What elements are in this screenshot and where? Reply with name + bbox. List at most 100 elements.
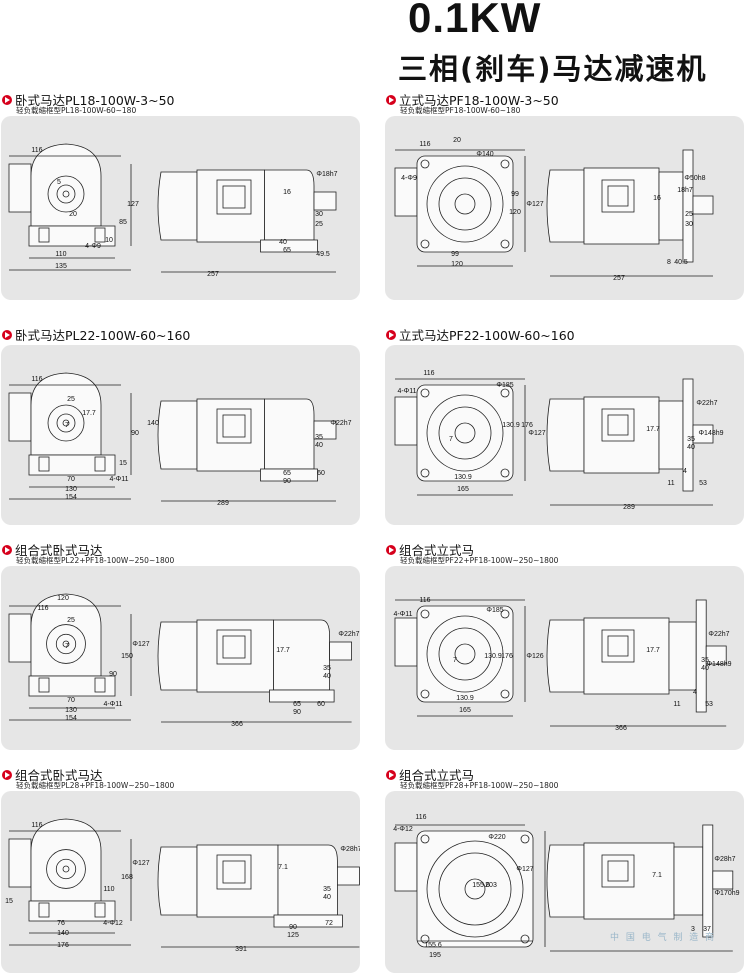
dimension-label: 17.7 — [646, 426, 660, 433]
terminal-box — [601, 179, 635, 213]
dimension-label: 289 — [623, 504, 635, 511]
output-bore — [454, 193, 476, 215]
dimension-label: 60 — [317, 470, 325, 477]
dimension-label: 17.7 — [646, 647, 660, 654]
dimension-label: 110 — [55, 251, 66, 258]
dimension-label: 65 — [293, 701, 301, 708]
dimension-label: 90 — [109, 671, 117, 678]
dimension-label: 116 — [419, 141, 430, 148]
dimension-label: Φ126 — [526, 653, 543, 660]
dimension-label: 4-Φ12 — [393, 826, 413, 833]
dimension-label: Φ127 — [132, 860, 149, 867]
mounting-foot-side — [260, 468, 318, 482]
foot-slot — [38, 902, 50, 918]
section-title: 组合式卧式马达 — [2, 765, 103, 784]
dimension-label: 130.9 — [484, 653, 502, 660]
dimension-label: 17.7 — [82, 410, 96, 417]
dimension-label: 4-Φ9 — [401, 175, 417, 182]
dimension-drawing: 11615761401761101684-Φ12Φ127391901257235… — [5, 818, 360, 953]
end-cover — [394, 617, 418, 667]
section-title: 立式马达PF18-100W-3~50 — [386, 90, 559, 109]
dimension-label: 130 — [65, 707, 77, 714]
dimension-drawing: 11652011013512785104-Φ925716406549.5Φ18h… — [8, 143, 338, 278]
flange-ring — [438, 177, 492, 231]
dimension-label: 116 — [415, 814, 426, 821]
output-bore — [464, 878, 486, 900]
section-title-text: 组合式立式马 — [399, 768, 475, 783]
mounting-hole-icon — [420, 689, 430, 699]
dimension-label: 25 — [315, 221, 323, 228]
dimension-label: 53 — [699, 480, 707, 487]
mounting-hole-icon — [420, 239, 430, 249]
dimension-label: Φ148h9 — [706, 661, 731, 668]
end-cover — [8, 163, 32, 213]
dimension-label: 7.1 — [652, 872, 662, 879]
mounting-hole-icon — [420, 834, 430, 844]
motor-rear-cover — [546, 844, 585, 918]
dimension-label: Φ170h9 — [714, 890, 739, 897]
dimension-label: Φ22h7 — [338, 631, 359, 638]
dimension-label: Φ148h9 — [698, 430, 723, 437]
dimension-label: 4-Φ11 — [109, 476, 128, 483]
dimension-label: Φ18h7 — [316, 171, 337, 178]
dimension-label: 154 — [65, 494, 77, 501]
dimension-label: 120 — [509, 209, 521, 216]
terminal-box-lid — [607, 185, 629, 207]
foot-slot — [94, 902, 106, 918]
shaft-key — [62, 640, 70, 648]
section-subtitle: 轻负载缩框型PF22+PF18-100W~250~1800 — [400, 556, 559, 565]
motor-rear-cover — [546, 169, 585, 243]
dimension-label: 289 — [217, 500, 229, 507]
dimension-label: 7 — [65, 643, 69, 650]
terminal-box — [216, 854, 252, 890]
dimension-label: 40 — [323, 894, 331, 901]
foot-slot — [94, 677, 106, 693]
section-title-text: 组合式卧式马达 — [15, 543, 103, 558]
dimension-label: 116 — [423, 370, 434, 377]
output-bore-inner — [55, 633, 77, 655]
dimension-label: 176 — [57, 942, 69, 949]
motor-rear-cover — [546, 398, 585, 472]
terminal-box — [216, 629, 252, 665]
dimension-label: 35 — [323, 665, 331, 672]
dimension-label: 72 — [325, 920, 333, 927]
dimension-label: 16 — [283, 189, 291, 196]
dimension-label: 140 — [147, 420, 159, 427]
dimension-label: 18h7 — [677, 187, 693, 194]
mounting-foot — [28, 675, 116, 697]
shaft-key — [62, 419, 70, 427]
dimension-label: 127 — [127, 201, 139, 208]
dimension-label: Φ28h7 — [714, 856, 735, 863]
mounting-foot — [28, 900, 116, 922]
foot-slot — [38, 227, 50, 243]
dimension-label: 116 — [31, 147, 42, 154]
mounting-flange — [695, 599, 707, 713]
dimension-label: 3 — [691, 926, 695, 933]
mounting-foot — [28, 225, 116, 247]
dimension-label: 35 — [315, 434, 323, 441]
dimension-label: 40 — [701, 665, 709, 672]
dimension-label: Φ50h8 — [684, 175, 705, 182]
dimension-label: Φ28h7 — [340, 846, 360, 853]
dimension-label: 40.5 — [674, 259, 688, 266]
terminal-box — [601, 854, 635, 888]
end-cover — [394, 396, 418, 446]
catalog-title: 三相(刹车)马达减速机 — [398, 52, 708, 86]
mounting-hole-icon — [420, 934, 430, 944]
dimension-label: 99 — [511, 191, 519, 198]
dimension-drawing: 12011625770130154901504-Φ11Φ127366659060… — [8, 593, 360, 728]
dimension-label: 257 — [613, 275, 625, 282]
dimension-label: 35 — [687, 436, 695, 443]
section-title: 组合式立式马 — [386, 540, 474, 559]
mounting-hole-icon — [500, 689, 510, 699]
arrow-bullet-icon — [2, 94, 12, 105]
output-shaft — [705, 645, 727, 665]
dimension-label: 257 — [207, 271, 219, 278]
dimension-label: 4-Φ11 — [397, 388, 416, 395]
dimension-label: Φ127 — [526, 201, 543, 208]
